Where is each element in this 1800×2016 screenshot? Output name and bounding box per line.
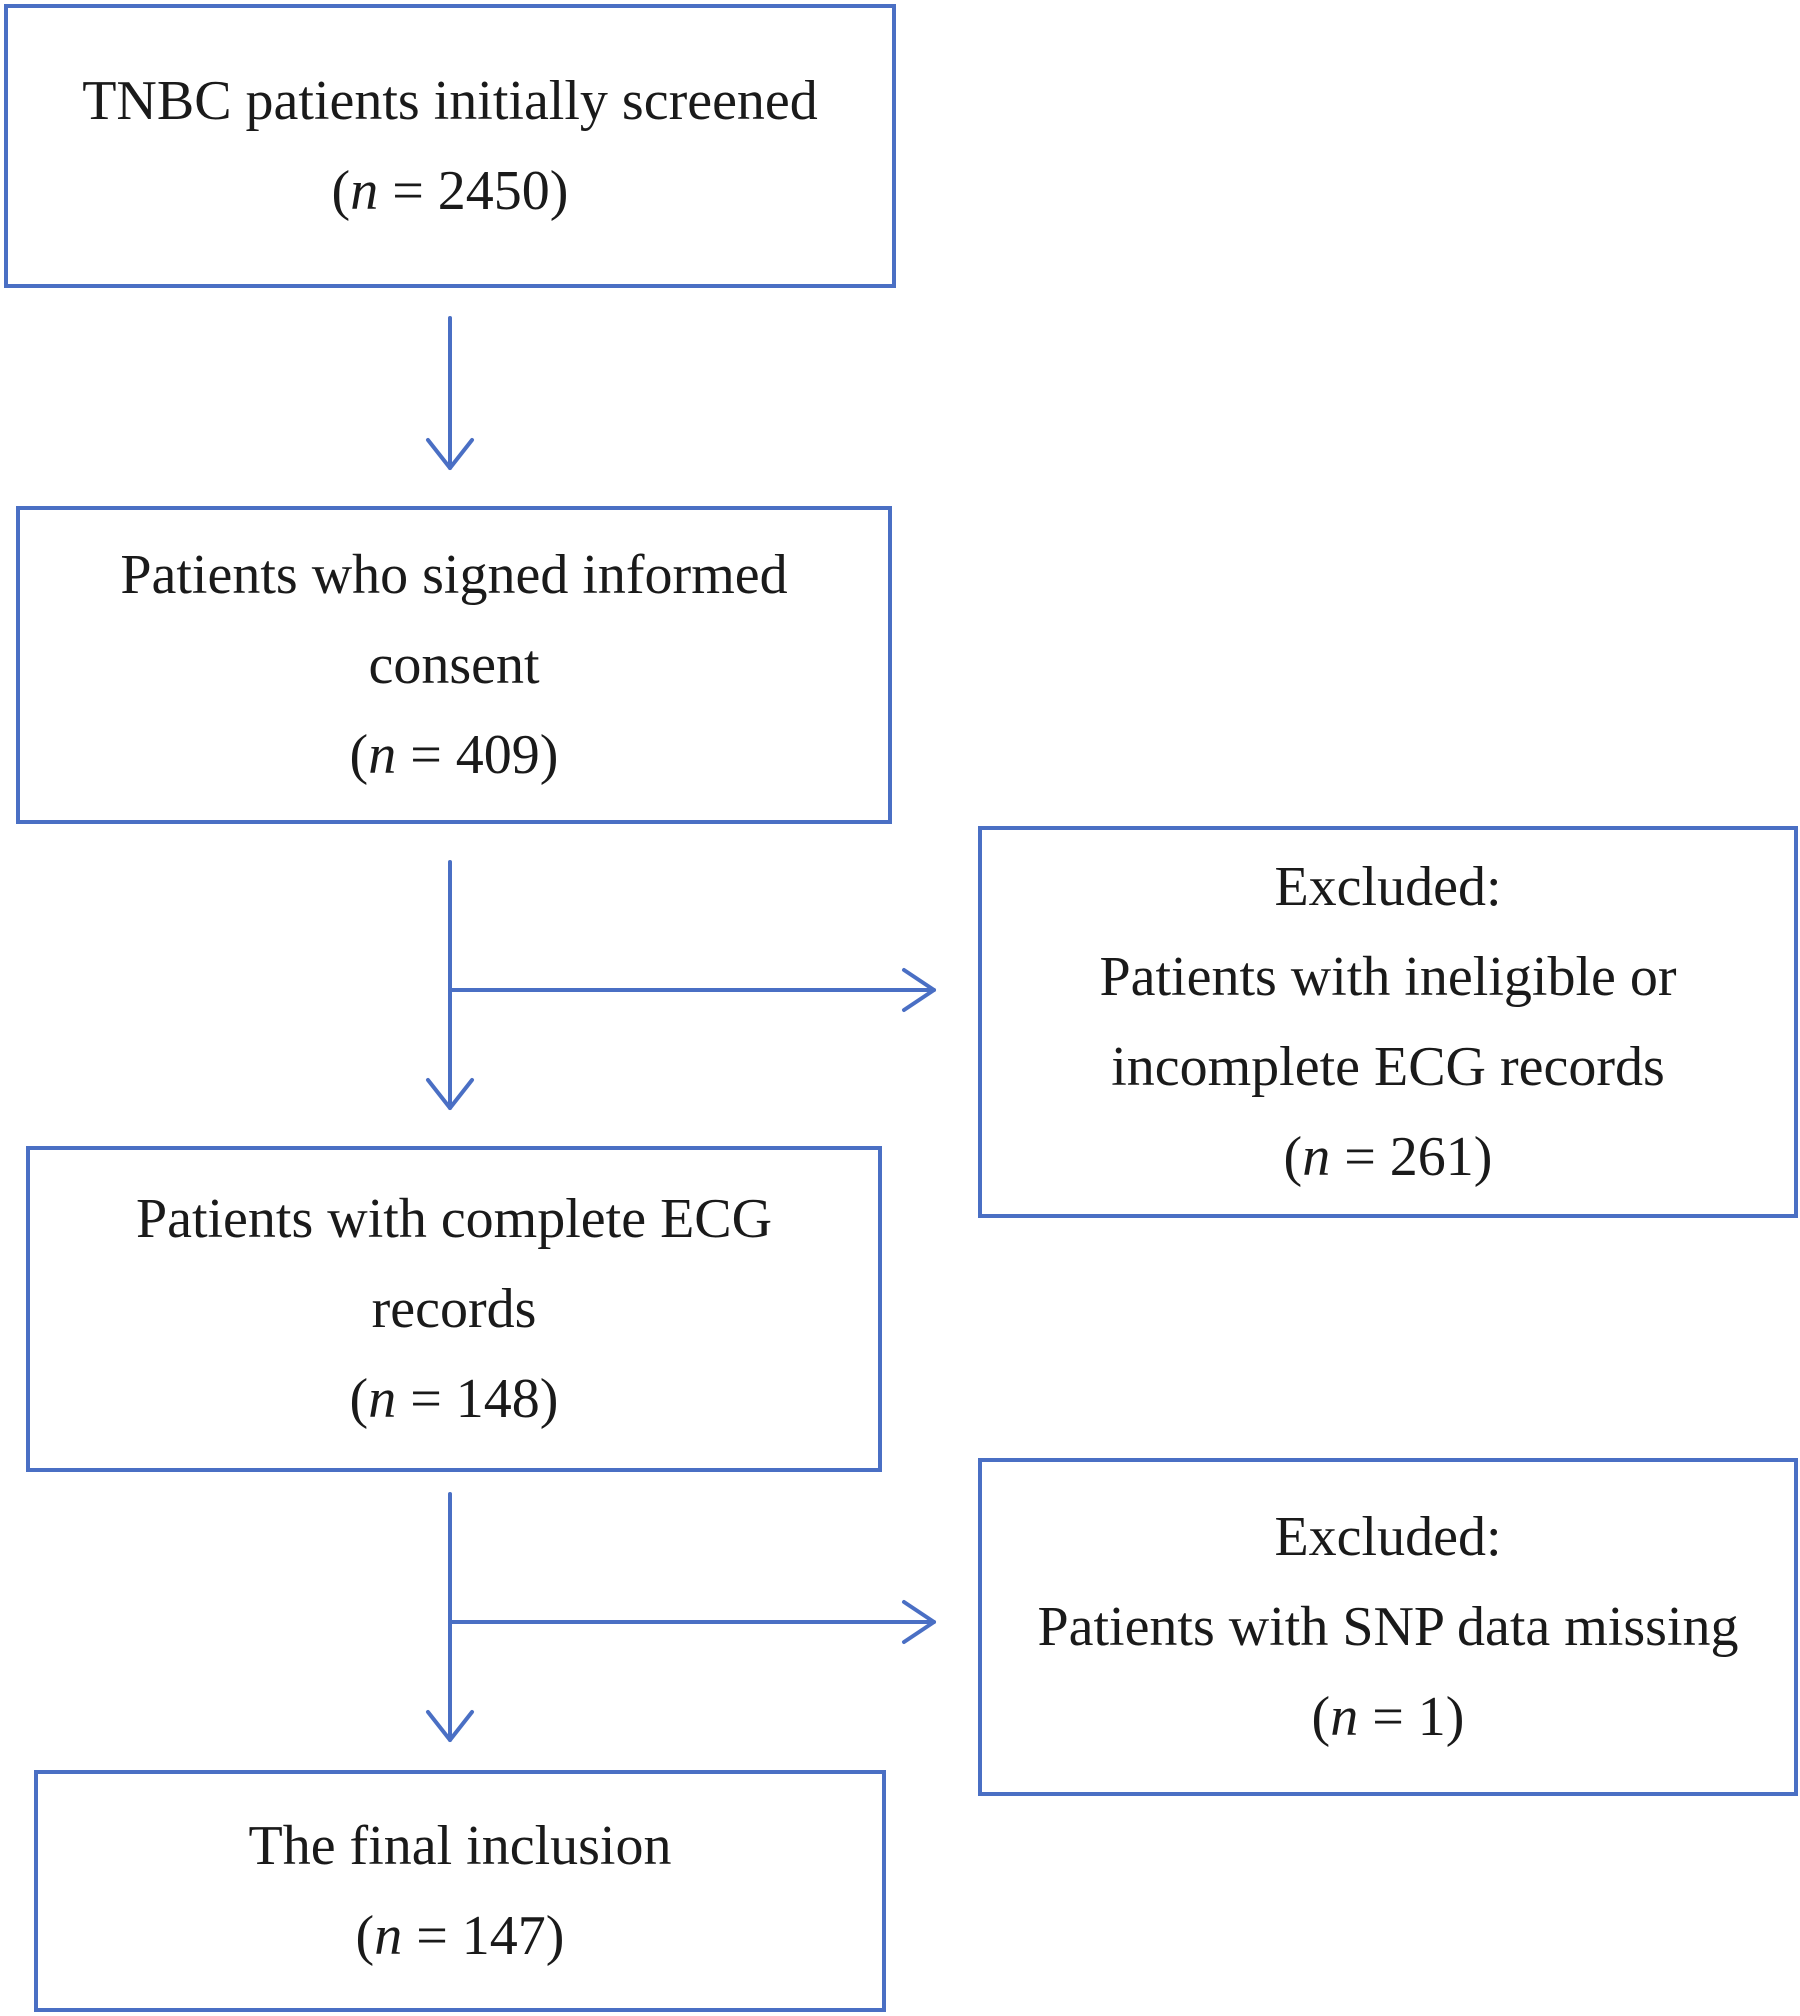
- box-excluded-ecg: Excluded: Patients with ineligible or in…: [978, 826, 1798, 1218]
- box-text-line: Patients with ineligible or: [1099, 946, 1677, 1008]
- box-count: (n = 1): [1311, 1686, 1465, 1748]
- box-text-line: TNBC patients initially screened: [82, 70, 818, 132]
- box-count: (n = 147): [355, 1905, 565, 1967]
- box-text-line: consent: [368, 634, 540, 696]
- box-text-line: The final inclusion: [248, 1815, 672, 1877]
- arrow-branch-to-excluded-ecg: [448, 968, 936, 1012]
- box-count: (n = 261): [1283, 1126, 1493, 1188]
- arrow-consent-to-complete: [426, 860, 474, 1110]
- box-text-line: Patients who signed informed: [120, 544, 788, 606]
- box-count: (n = 2450): [331, 160, 569, 222]
- box-initially-screened: TNBC patients initially screened (n = 24…: [4, 4, 896, 288]
- box-text-line: incomplete ECG records: [1111, 1036, 1665, 1098]
- box-count: (n = 409): [349, 724, 559, 786]
- box-text-line: records: [371, 1278, 537, 1340]
- box-signed-consent: Patients who signed informed consent (n …: [16, 506, 892, 824]
- arrow-screened-to-consent: [426, 316, 474, 470]
- box-excluded-snp: Excluded: Patients with SNP data missing…: [978, 1458, 1798, 1796]
- box-text-line: Excluded:: [1274, 856, 1502, 918]
- box-final-inclusion: The final inclusion (n = 147): [34, 1770, 886, 2012]
- box-count: (n = 148): [349, 1368, 559, 1430]
- arrow-complete-to-final: [426, 1492, 474, 1742]
- box-text-line: Excluded:: [1274, 1506, 1502, 1568]
- box-complete-ecg: Patients with complete ECG records (n = …: [26, 1146, 882, 1472]
- box-text-line: Patients with SNP data missing: [1037, 1596, 1739, 1658]
- box-text-line: Patients with complete ECG: [135, 1188, 773, 1250]
- arrow-branch-to-excluded-snp: [448, 1600, 936, 1644]
